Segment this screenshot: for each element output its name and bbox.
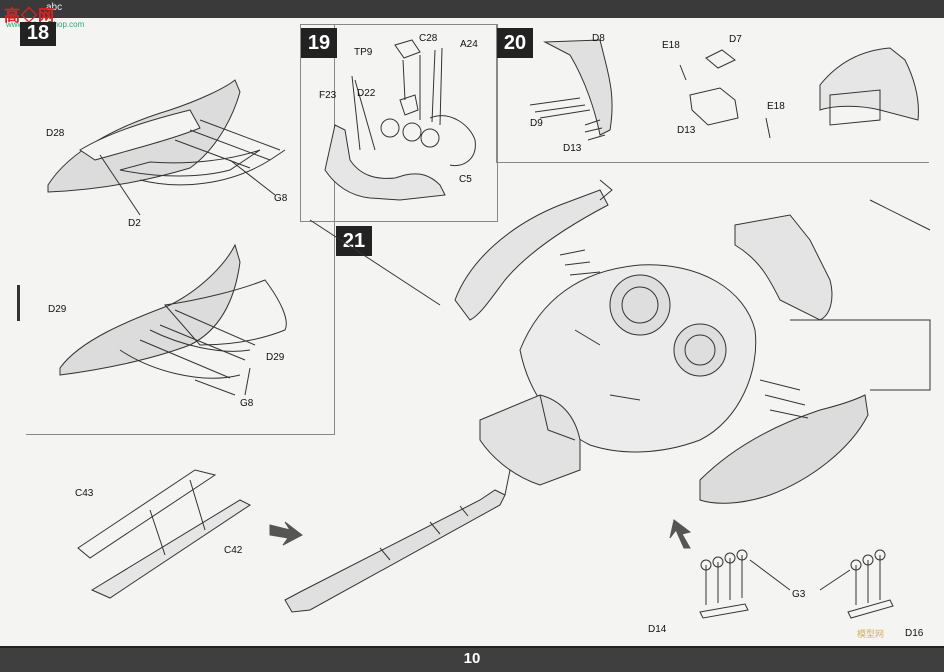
- part-label-c28: C28: [419, 33, 438, 44]
- part-label-d29-right: D29: [266, 352, 285, 363]
- footer-bar: 10: [0, 646, 944, 672]
- mesh-guard-upper-drawing: [47, 79, 286, 216]
- step-18-box: [26, 24, 335, 435]
- site-logo: 高◇网: [4, 8, 56, 25]
- step-20-box: [496, 24, 929, 163]
- turret-assembly-drawing: [309, 179, 931, 504]
- step-19-box: [300, 24, 498, 222]
- mantlet-assembly-drawing: [324, 39, 476, 201]
- part-label-c5: C5: [459, 174, 472, 185]
- part-label-d13-left: D13: [563, 143, 582, 154]
- part-label-c43: C43: [75, 488, 94, 499]
- part-label-d2: D2: [128, 218, 141, 229]
- part-label-d7: D7: [729, 34, 742, 45]
- part-label-tp9: TP9: [354, 47, 373, 58]
- gun-barrel-drawing: [77, 469, 511, 613]
- part-label-g3: G3: [792, 589, 806, 600]
- part-label-d9: D9: [530, 118, 543, 129]
- corner-watermark: 模型网: [856, 629, 884, 639]
- part-label-d14: D14: [648, 624, 667, 635]
- part-label-e18-top: E18: [662, 40, 680, 51]
- part-label-g8-lower: G8: [240, 398, 254, 409]
- direction-arrows: [269, 519, 692, 549]
- part-label-g8-upper: G8: [274, 193, 288, 204]
- part-label-d28: D28: [46, 128, 65, 139]
- part-label-f23: F23: [319, 90, 337, 101]
- part-label-d13-middle: D13: [677, 125, 696, 136]
- part-label-c42: C42: [224, 545, 243, 556]
- step-18-number: 18: [20, 22, 56, 46]
- part-label-a24: A24: [460, 39, 478, 50]
- step-19-number: 19: [301, 28, 337, 58]
- page-number: 10: [463, 650, 481, 667]
- part-label-d8: D8: [592, 33, 605, 44]
- part-label-d22: D22: [357, 88, 376, 99]
- step-20-number: 20: [497, 28, 533, 58]
- part-label-e18-right: E18: [767, 101, 785, 112]
- part-label-d16: D16: [905, 628, 924, 639]
- step-20-drawings: [529, 39, 919, 141]
- part-label-d29-left: D29: [48, 304, 67, 315]
- binding-rail: [17, 285, 20, 321]
- header-bar: abc: [0, 0, 944, 18]
- header-label: abc: [46, 2, 63, 13]
- mesh-guard-lower-drawing: [59, 243, 287, 396]
- small-parts-drawing: [699, 549, 894, 619]
